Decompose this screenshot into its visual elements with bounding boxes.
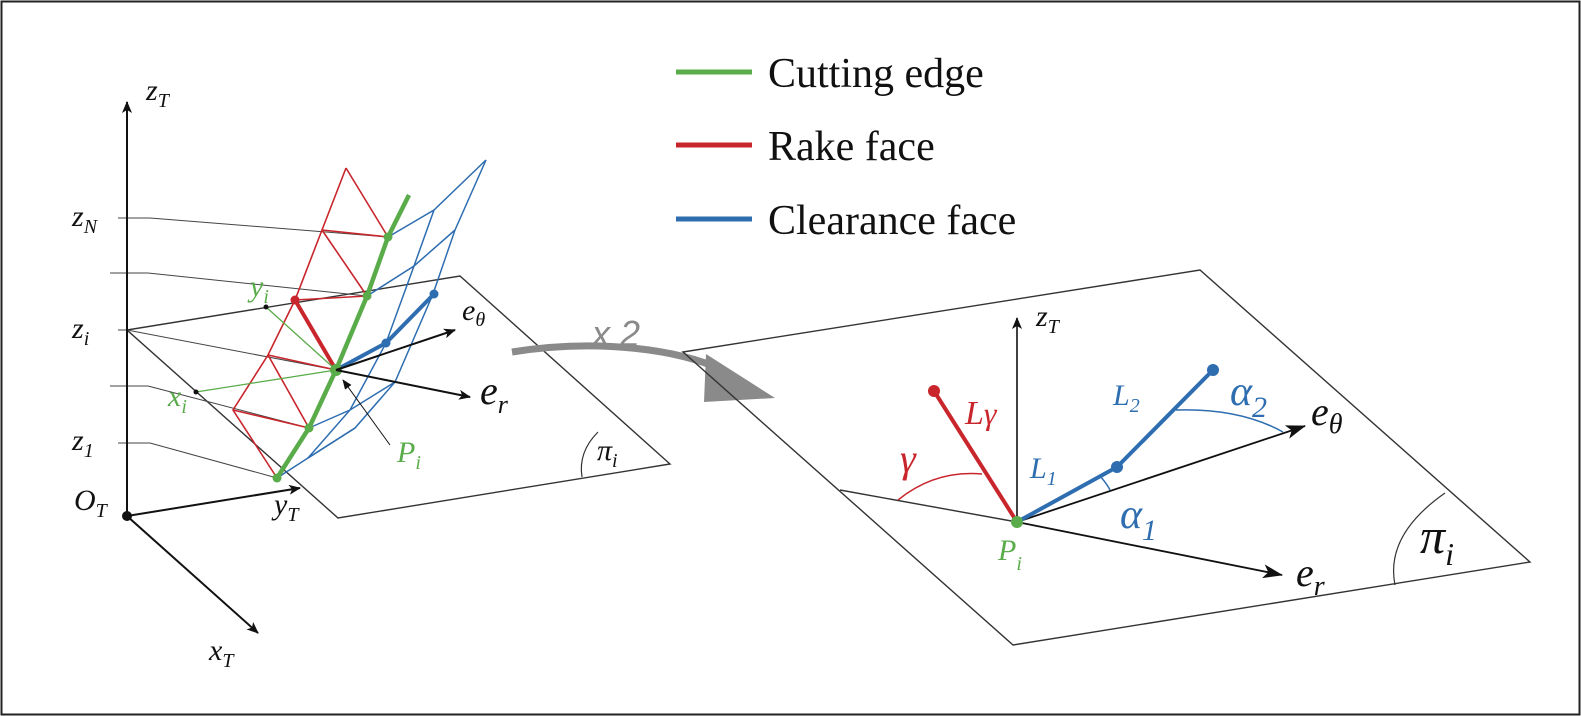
- label-L1: L1: [1029, 452, 1057, 490]
- cutting-edge-point-4: [383, 232, 393, 242]
- rake-face-point: [290, 295, 300, 305]
- magnify-arrow-shaft: [511, 342, 724, 374]
- rake-line-L-gamma: [932, 389, 1019, 524]
- right-diagram: zT γ Lγ L1 L2 α1 α2 eθ er Pi πi: [681, 269, 1532, 646]
- cutting-edge-point-2: [304, 423, 314, 433]
- clearance-line-joint: [1111, 461, 1123, 473]
- label-x-T: xT: [208, 634, 235, 672]
- cutting-edge-point-3: [362, 291, 372, 301]
- label-z-1: z1: [71, 424, 94, 462]
- pointer-P-i: [342, 379, 391, 446]
- label-alpha-1: α1: [1120, 492, 1157, 547]
- arrow-e-theta: [335, 328, 456, 371]
- plane-pi-i-right: [681, 269, 1532, 646]
- rake-face-mesh: [232, 167, 389, 479]
- label-e-r-right: er: [1296, 550, 1325, 602]
- label-L-gamma: Lγ: [964, 395, 998, 432]
- label-z-i: zi: [71, 312, 89, 350]
- legend: Cutting edge Rake face Clearance face: [676, 51, 1016, 244]
- label-z-T-right: zT: [1035, 300, 1061, 338]
- alpha-1-arc: [1099, 475, 1111, 491]
- label-x-i: xi: [167, 380, 187, 418]
- clearance-face-section-2: [384, 292, 436, 345]
- arrow-e-theta-right: [1016, 425, 1306, 523]
- cutting-edge-curve: [275, 193, 412, 480]
- label-O-T: OT: [74, 484, 109, 522]
- arrow-e-r: [335, 369, 471, 400]
- legend-item-rake-face: Rake face: [676, 124, 935, 170]
- label-gamma: γ: [900, 436, 917, 481]
- plane-trace-line: [839, 489, 1018, 523]
- clearance-face-section: [335, 341, 387, 372]
- label-P-i-left: Pi: [396, 436, 421, 474]
- axis-x-T: [126, 515, 259, 634]
- rake-line-endpoint: [928, 385, 940, 397]
- level-guide-lines: [110, 217, 389, 479]
- plane-pi-i: [125, 275, 672, 519]
- clearance-face-point-2: [429, 289, 439, 299]
- label-alpha-2: α2: [1230, 369, 1267, 424]
- clearance-line-L2: [1115, 368, 1215, 469]
- label-P-i-right: Pi: [997, 534, 1022, 575]
- label-pi-i-right: πi: [1420, 508, 1454, 572]
- legend-label-rake-face: Rake face: [768, 124, 935, 170]
- label-magnification: x 2: [590, 313, 640, 354]
- clearance-face-point-1: [381, 338, 391, 348]
- alpha-2-arc: [1175, 409, 1284, 433]
- point-P-i-right: [1011, 516, 1023, 528]
- left-diagram: zT zN zi z1 OT yT xT yi xi Pi eθ er πi: [71, 74, 672, 672]
- origin-point: [122, 511, 132, 521]
- label-y-T: yT: [271, 488, 300, 526]
- axis-y-T: [126, 484, 301, 517]
- local-axis-y-i: [265, 306, 337, 371]
- legend-item-clearance-face: Clearance face: [676, 198, 1016, 244]
- label-e-theta-left: eθ: [462, 294, 485, 331]
- label-y-i: yi: [247, 270, 269, 308]
- cutting-edge-point-1: [272, 473, 282, 483]
- y-i-point: [263, 304, 269, 310]
- label-e-r-left: er: [480, 368, 509, 419]
- magnify-transition: x 2: [511, 313, 775, 402]
- arrow-e-r-right: [1016, 521, 1283, 579]
- label-z-N: zN: [71, 200, 99, 238]
- legend-item-cutting-edge: Cutting edge: [676, 51, 984, 97]
- gamma-arc: [897, 472, 983, 501]
- label-z-T: zT: [145, 74, 171, 112]
- label-L2: L2: [1112, 379, 1140, 417]
- magnify-arrow-head: [704, 354, 775, 402]
- legend-label-clearance-face: Clearance face: [768, 198, 1016, 244]
- legend-label-cutting-edge: Cutting edge: [768, 51, 984, 97]
- label-e-theta-right: eθ: [1311, 389, 1343, 440]
- clearance-line-endpoint: [1207, 364, 1219, 376]
- plane-angle-arc: [580, 431, 599, 478]
- local-axis-x-i: [195, 369, 337, 393]
- label-pi-i-left: πi: [597, 434, 618, 472]
- x-i-point: [193, 389, 199, 395]
- plane-angle-arc-right: [1393, 492, 1446, 586]
- rake-face-section: [293, 298, 338, 372]
